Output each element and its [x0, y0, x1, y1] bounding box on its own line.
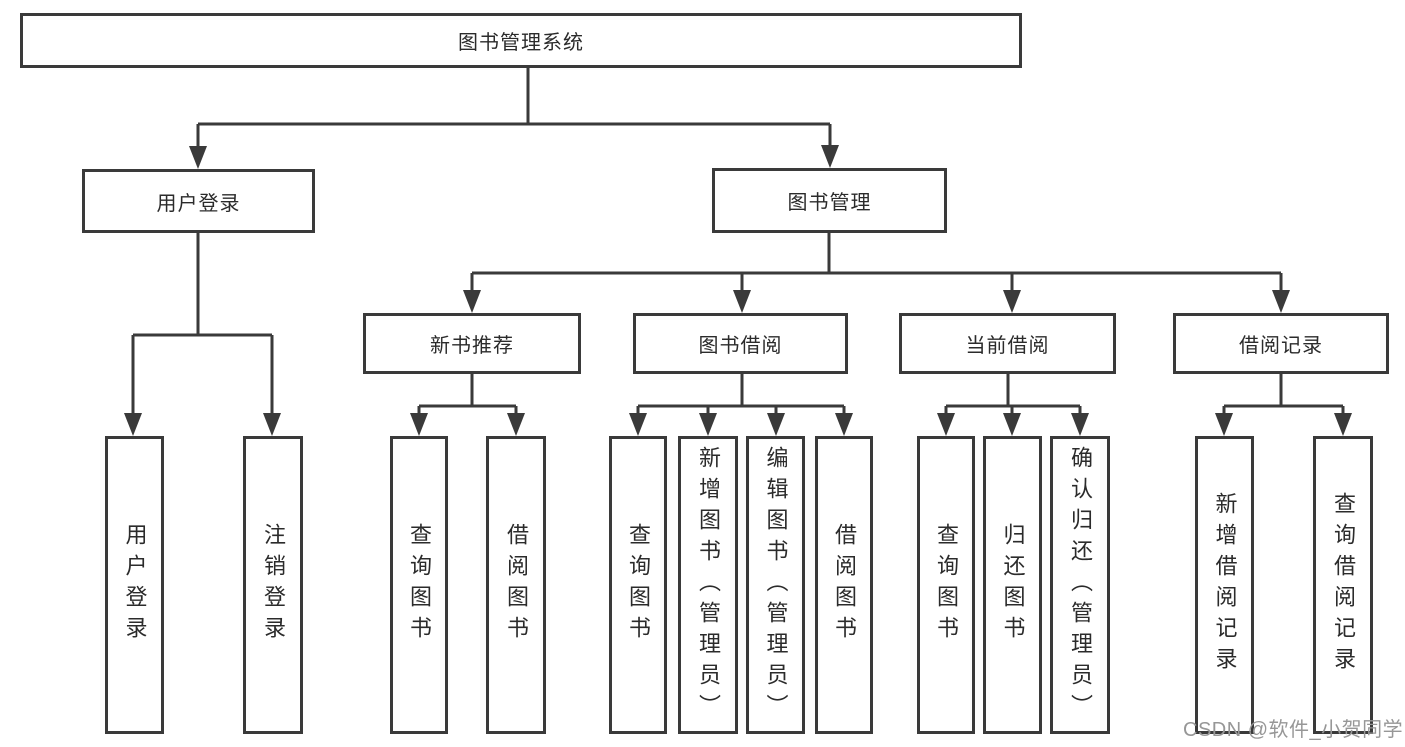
arrowhead [1003, 290, 1021, 313]
leaf-label: 借阅图书 [832, 523, 857, 647]
node-leaf-user-login: 用户登录 [105, 436, 164, 734]
node-new-book-rec: 新书推荐 [363, 313, 581, 374]
edge-book-borrow-children [636, 374, 846, 416]
node-borrow-records: 借阅记录 [1173, 313, 1389, 374]
node-leaf-cb-query-book: 查询图书 [917, 436, 975, 734]
arrowhead [507, 413, 525, 436]
edge-root-to-level2 [196, 68, 832, 150]
node-leaf-nbr-borrow-book: 借阅图书 [486, 436, 546, 734]
leaf-label: 查询图书 [407, 523, 432, 647]
node-leaf-cb-return-book: 归还图书 [983, 436, 1042, 734]
watermark: CSDN @软件_小贺同学 [1183, 719, 1404, 741]
arrowhead [767, 413, 785, 436]
leaf-label: 用户登录 [122, 523, 148, 647]
node-leaf-logout: 注销登录 [243, 436, 303, 734]
arrowhead [1334, 413, 1352, 436]
node-root: 图书管理系统 [20, 13, 1022, 68]
node-leaf-bb-add-book: 新增图书（管理员） [678, 436, 738, 734]
node-user-login: 用户登录 [82, 169, 315, 233]
leaf-label: 查询借阅记录 [1331, 492, 1356, 678]
arrowhead [629, 413, 647, 436]
node-current-borrow-label: 当前借阅 [965, 335, 1050, 357]
leaf-label: 归还图书 [1000, 523, 1026, 647]
edge-borrow-records-children [1222, 374, 1345, 416]
leaf-label: 确认归还（管理员） [1068, 445, 1093, 725]
arrowhead [1003, 413, 1021, 436]
arrowhead [124, 413, 142, 436]
node-leaf-bb-borrow-book: 借阅图书 [815, 436, 873, 734]
arrowhead [463, 290, 481, 313]
leaf-label: 新增借阅记录 [1212, 492, 1238, 678]
node-book-mgmt: 图书管理 [712, 168, 947, 233]
arrowhead [1071, 413, 1089, 436]
arrowhead [835, 413, 853, 436]
leaf-label: 编辑图书（管理员） [763, 445, 789, 725]
arrowhead [263, 413, 281, 436]
node-user-login-label: 用户登录 [156, 192, 241, 215]
edge-book-mgmt-children [470, 233, 1283, 294]
node-book-borrow: 图书借阅 [633, 313, 848, 374]
node-book-mgmt-label: 图书管理 [787, 192, 872, 214]
node-leaf-br-query-record: 查询借阅记录 [1313, 436, 1373, 734]
node-root-label: 图书管理系统 [458, 32, 584, 54]
edge-new-book-rec-children [417, 374, 518, 416]
node-current-borrow: 当前借阅 [899, 313, 1116, 374]
node-leaf-cb-confirm-return: 确认归还（管理员） [1050, 436, 1110, 734]
node-leaf-bb-query-book: 查询图书 [609, 436, 667, 734]
arrowhead [1215, 413, 1233, 436]
arrowhead [1272, 290, 1290, 313]
node-book-borrow-label: 图书借阅 [698, 335, 783, 357]
node-leaf-nbr-query-book: 查询图书 [390, 436, 448, 734]
node-leaf-br-add-record: 新增借阅记录 [1195, 436, 1254, 734]
arrowhead [410, 413, 428, 436]
node-borrow-records-label: 借阅记录 [1239, 335, 1323, 357]
leaf-label: 新增图书（管理员） [696, 445, 721, 725]
node-leaf-bb-edit-book: 编辑图书（管理员） [746, 436, 805, 734]
arrowhead [189, 146, 207, 169]
arrowhead [733, 290, 751, 313]
leaf-label: 查询图书 [626, 523, 651, 647]
node-new-book-rec-label: 新书推荐 [430, 335, 514, 357]
leaf-label: 借阅图书 [504, 523, 529, 647]
arrowhead [699, 413, 717, 436]
arrowhead [937, 413, 955, 436]
arrowhead [821, 145, 839, 168]
leaf-label: 注销登录 [261, 523, 286, 647]
leaf-label: 查询图书 [934, 523, 959, 647]
edge-current-borrow-children [944, 374, 1082, 416]
edge-user-login-children [131, 233, 274, 416]
